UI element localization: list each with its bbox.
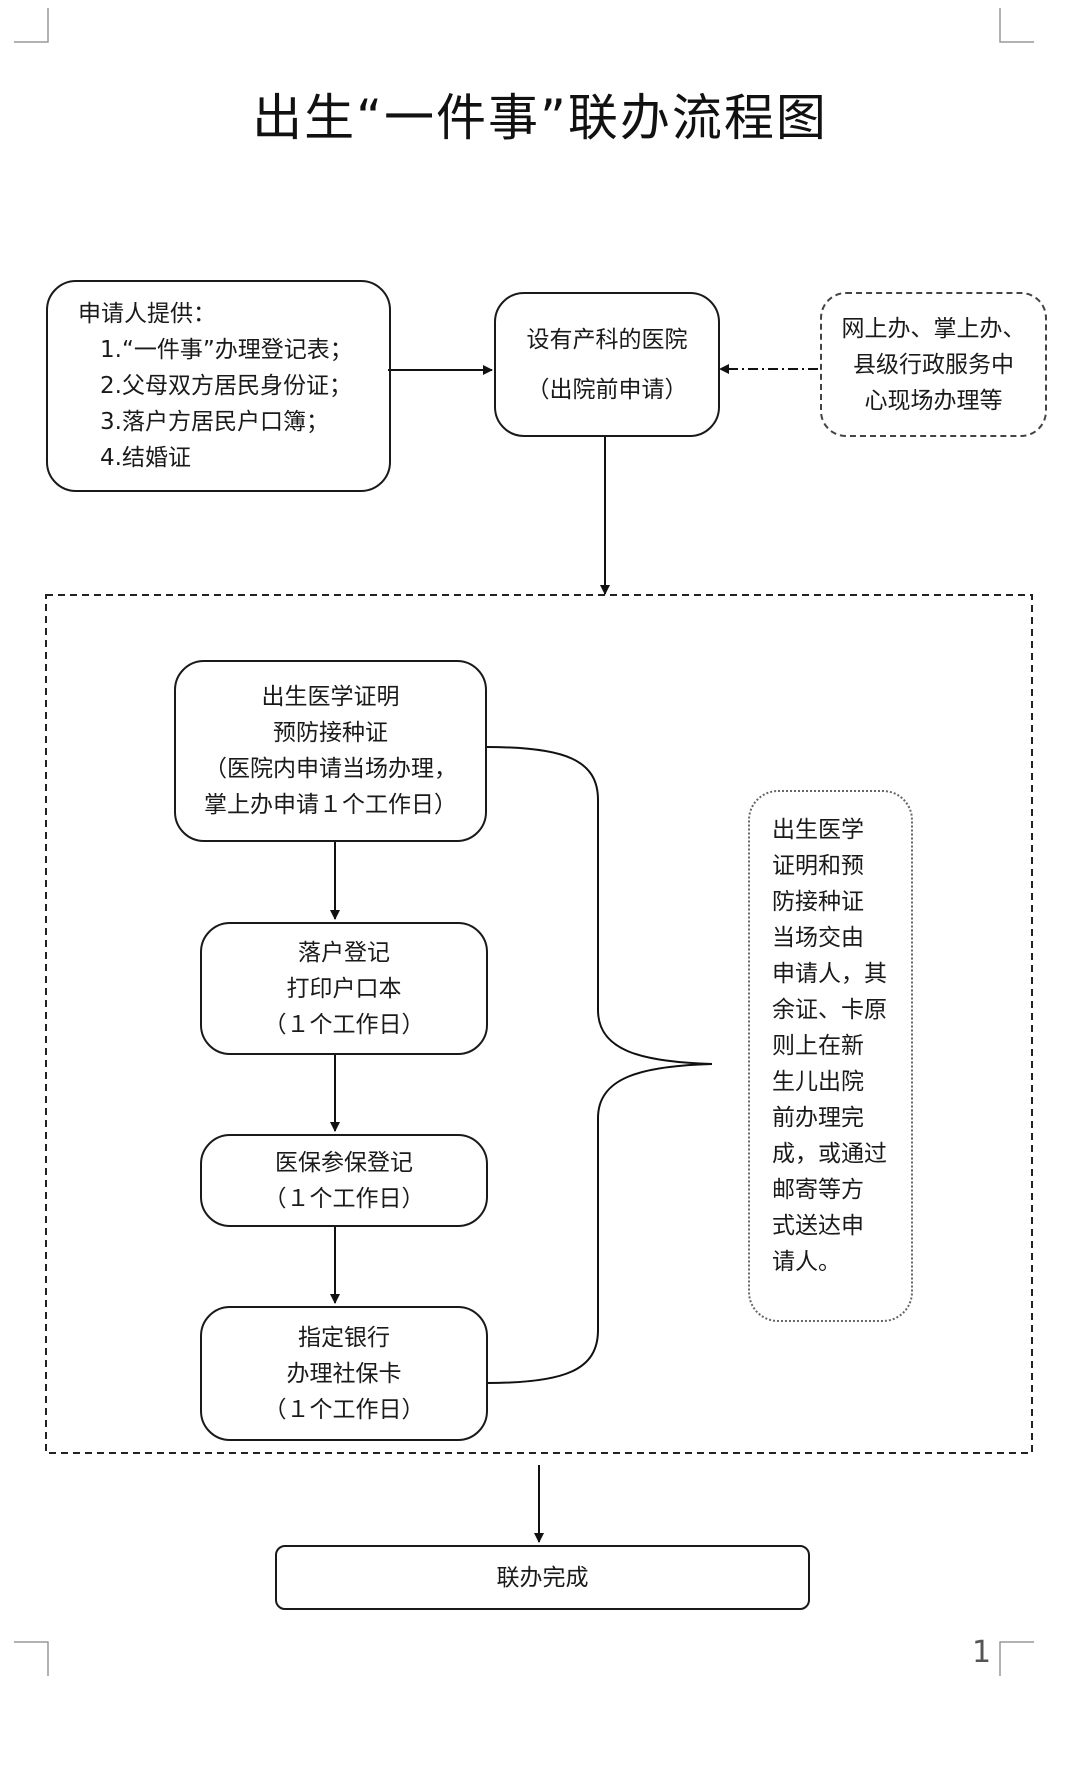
note-line: 当场交由 — [772, 925, 864, 951]
step-line: 掌上办申请１个工作日） — [204, 792, 457, 818]
step-line: （医院内申请当场办理， — [204, 756, 457, 782]
step-line: 指定银行 — [298, 1324, 390, 1351]
channels-line: 县级行政服务中 — [853, 351, 1014, 378]
step-line: 办理社保卡 — [286, 1360, 402, 1387]
crop-mark-bottom-left — [14, 1641, 49, 1676]
step-household-registration: 落户登记 打印户口本 （１个工作日） — [200, 922, 488, 1055]
final-complete-box: 联办完成 — [275, 1545, 810, 1610]
page-title: 出生“一件事”联办流程图 — [252, 89, 828, 147]
applicant-item: 4.结婚证 — [100, 445, 191, 471]
channels-line: 网上办、掌上办、 — [841, 315, 1026, 342]
crop-marks — [14, 8, 1034, 1676]
step-line: 出生医学证明 — [261, 684, 400, 710]
hospital-box: 设有产科的医院 （出院前申请） — [494, 292, 720, 437]
applicant-materials-box: 申请人提供： 1.“一件事”办理登记表； 2.父母双方居民身份证； 3.落户方居… — [46, 280, 391, 492]
note-line: 防接种证 — [772, 889, 864, 915]
crop-mark-top-left — [14, 8, 49, 43]
note-line: 成，或通过 — [772, 1141, 887, 1167]
note-line: 请人。 — [772, 1249, 841, 1275]
applicant-heading: 申请人提供： — [78, 301, 216, 327]
note-line: 前办理完 — [772, 1105, 864, 1131]
note-line: 则上在新 — [772, 1033, 864, 1059]
note-line: 生儿出院 — [772, 1069, 864, 1095]
step-line: （１个工作日） — [263, 1396, 425, 1423]
crop-mark-bottom-right — [999, 1641, 1034, 1676]
final-label: 联办完成 — [496, 1564, 589, 1591]
step-line: 预防接种证 — [273, 720, 388, 746]
step-line: 医保参保登记 — [275, 1149, 413, 1176]
applicant-item: 1.“一件事”办理登记表； — [100, 337, 353, 363]
step-birth-certificate: 出生医学证明 预防接种证 （医院内申请当场办理， 掌上办申请１个工作日） — [174, 660, 487, 842]
curly-brace — [486, 746, 713, 1384]
applicant-item: 3.落户方居民户口簿； — [100, 409, 329, 435]
note-line: 余证、卡原 — [772, 997, 887, 1023]
note-line: 邮寄等方 — [772, 1177, 864, 1203]
delivery-note-box: 出生医学 证明和预 防接种证 当场交由 申请人，其 余证、卡原 则上在新 生儿出… — [748, 790, 913, 1322]
page-number: 1 — [972, 1635, 992, 1670]
step-line: （１个工作日） — [263, 1011, 425, 1038]
hospital-line: 设有产科的医院 — [526, 326, 688, 353]
note-line: 式送达申 — [772, 1213, 864, 1239]
note-line: 出生医学 — [772, 817, 864, 843]
step-line: 打印户口本 — [286, 975, 402, 1002]
hospital-line: （出院前申请） — [526, 376, 688, 403]
step-social-security-card: 指定银行 办理社保卡 （１个工作日） — [200, 1306, 488, 1441]
step-line: 落户登记 — [298, 939, 390, 966]
crop-mark-top-right — [999, 8, 1034, 43]
step-medical-insurance: 医保参保登记 （１个工作日） — [200, 1134, 488, 1227]
channels-line: 心现场办理等 — [864, 387, 1003, 414]
process-group-frame — [45, 594, 1033, 1454]
note-line: 证明和预 — [772, 853, 864, 879]
channels-box: 网上办、掌上办、 县级行政服务中 心现场办理等 — [820, 292, 1047, 437]
step-line: （１个工作日） — [263, 1185, 425, 1212]
note-line: 申请人，其 — [772, 961, 887, 987]
applicant-item: 2.父母双方居民身份证； — [100, 373, 352, 399]
